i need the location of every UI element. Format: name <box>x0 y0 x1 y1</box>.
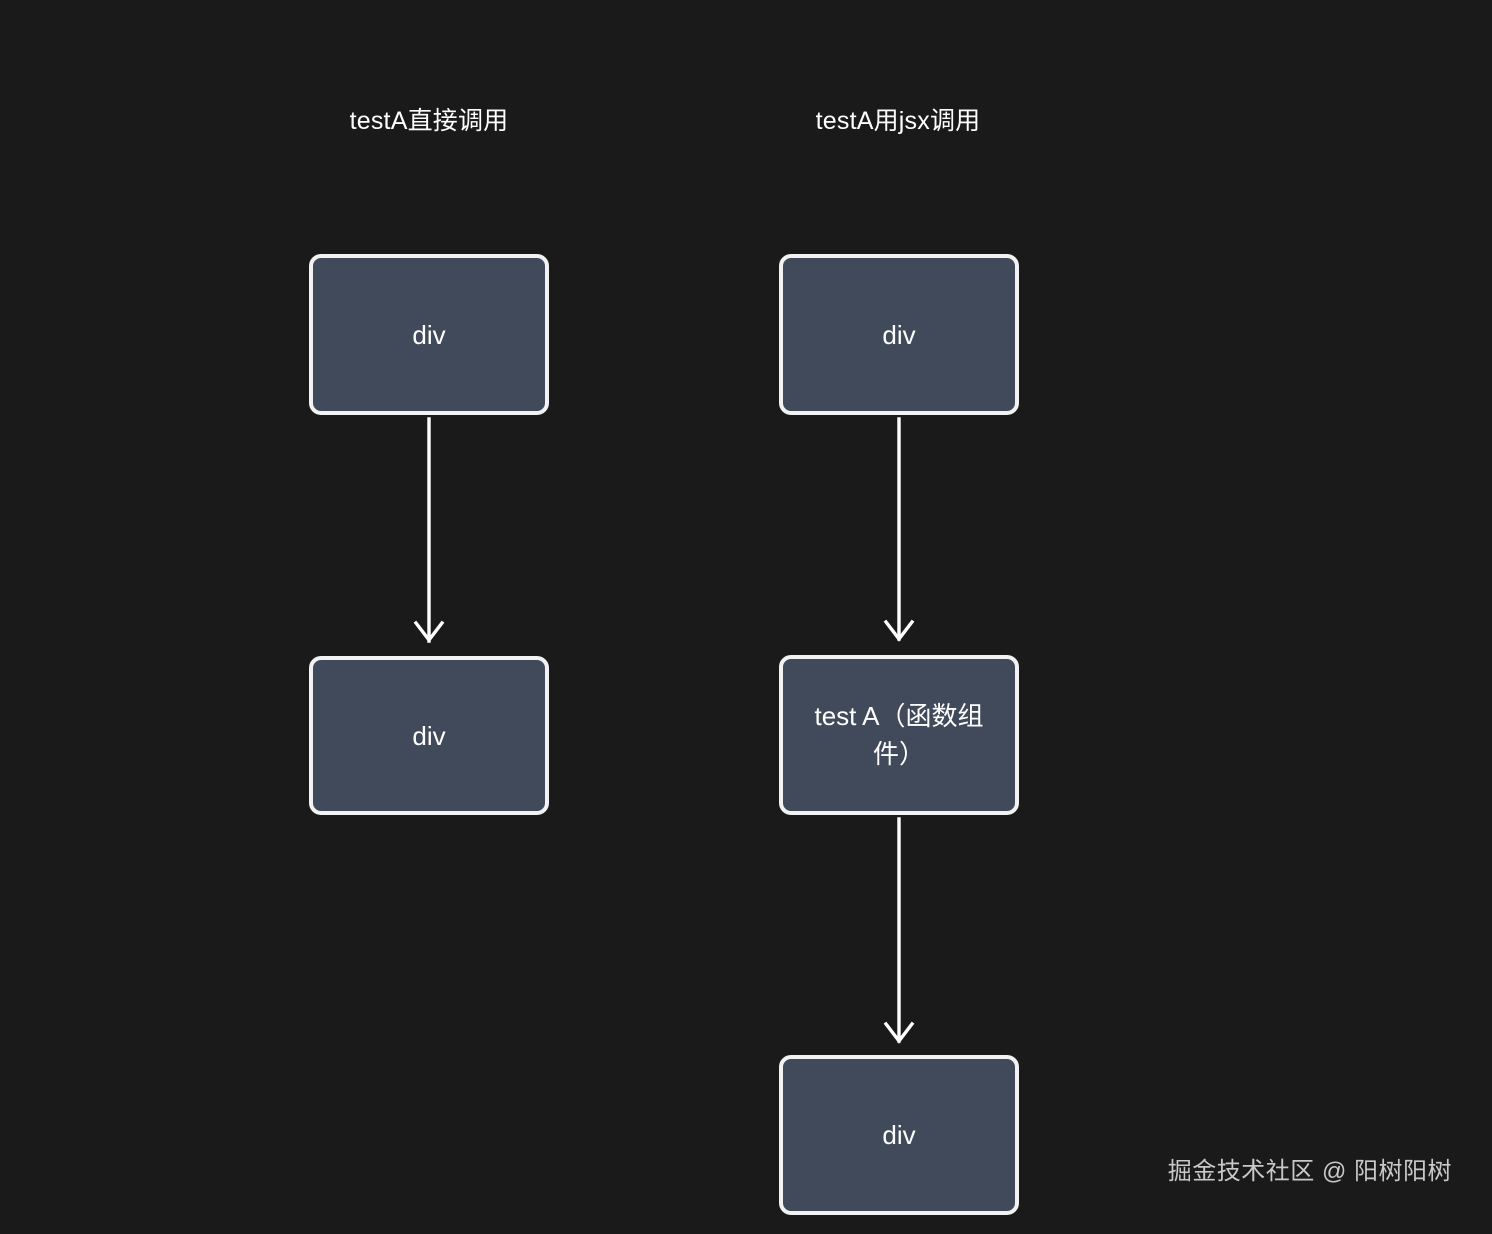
node-label: test A（函数组件） <box>814 701 984 769</box>
node-left-div-2: div <box>309 656 549 815</box>
node-right-div-2: div <box>779 1055 1019 1215</box>
node-left-div-1: div <box>309 254 549 415</box>
arrow-right-div1-to-testa <box>883 417 915 642</box>
column-title-right: testA用jsx调用 <box>815 107 981 135</box>
column-title-left: testA直接调用 <box>349 107 509 135</box>
watermark-text: 掘金技术社区 @ 阳树阳树 <box>1167 1158 1452 1185</box>
arrow-left-div1-to-div2 <box>413 417 445 643</box>
node-label: div <box>412 720 446 751</box>
node-right-test-a-component: test A（函数组件） <box>779 655 1019 815</box>
node-right-div-1: div <box>779 254 1019 415</box>
node-label: div <box>882 1120 916 1150</box>
arrow-right-testa-to-div2 <box>883 817 915 1044</box>
node-label: div <box>882 319 916 350</box>
node-label: div <box>412 319 446 350</box>
